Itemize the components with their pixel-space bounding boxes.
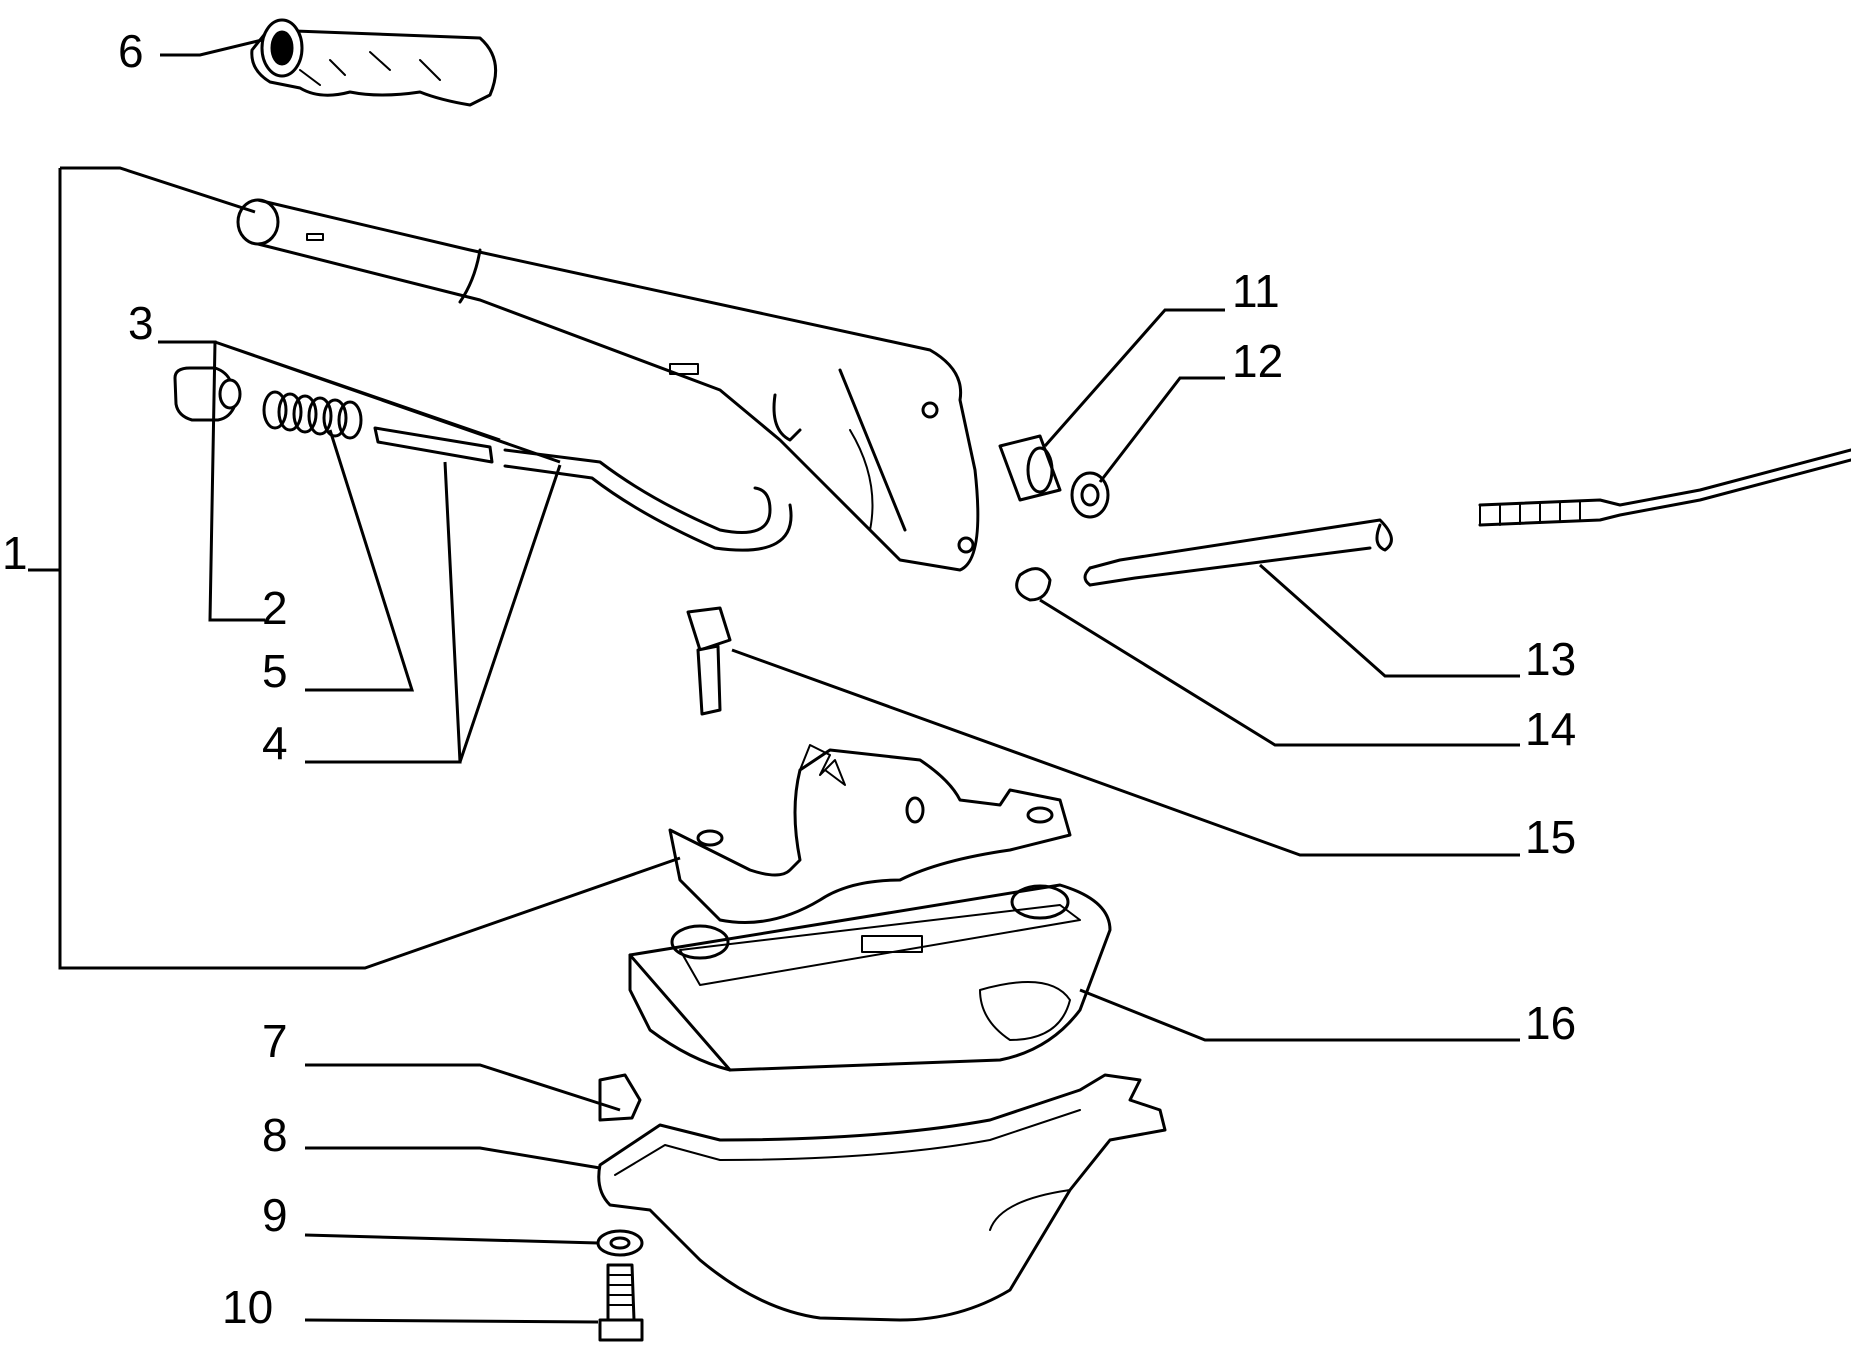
screw-part <box>598 1263 644 1342</box>
callout-3: 3 <box>128 297 154 349</box>
brake-cable-part <box>1478 448 1851 527</box>
callout-10: 10 <box>222 1281 274 1333</box>
callout-15: 15 <box>1525 811 1577 863</box>
leader-lines <box>28 38 1520 1324</box>
release-button-part <box>173 366 242 422</box>
callout-6: 6 <box>118 25 144 77</box>
callout-1: 1 <box>2 527 28 579</box>
spring-part <box>262 390 363 440</box>
lever-arm-part <box>236 198 980 572</box>
callout-11: 11 <box>1232 265 1280 317</box>
link-rod-part <box>1083 518 1393 587</box>
bolt-part <box>686 606 732 716</box>
boot-cover-part <box>597 1073 1167 1322</box>
callout-16: 16 <box>1525 997 1577 1049</box>
washer-small-part <box>596 1229 644 1257</box>
callout-4: 4 <box>262 717 288 769</box>
callout-14: 14 <box>1525 703 1577 755</box>
washer-part <box>1070 471 1110 519</box>
callout-5: 5 <box>262 645 288 697</box>
callout-12: 12 <box>1232 335 1284 387</box>
retaining-clip-part <box>598 1073 642 1122</box>
mounting-plate-part <box>628 883 1112 1072</box>
callout-2: 2 <box>262 582 288 634</box>
ratchet-bracket-part <box>668 744 1072 924</box>
callout-8: 8 <box>262 1109 288 1161</box>
hand-grip-part <box>250 18 498 107</box>
clip-part <box>1015 567 1052 602</box>
callout-13: 13 <box>1525 633 1577 685</box>
callout-9: 9 <box>262 1189 288 1241</box>
pivot-pin-part <box>998 434 1062 502</box>
callout-7: 7 <box>262 1015 288 1067</box>
release-rod-part <box>373 426 793 552</box>
